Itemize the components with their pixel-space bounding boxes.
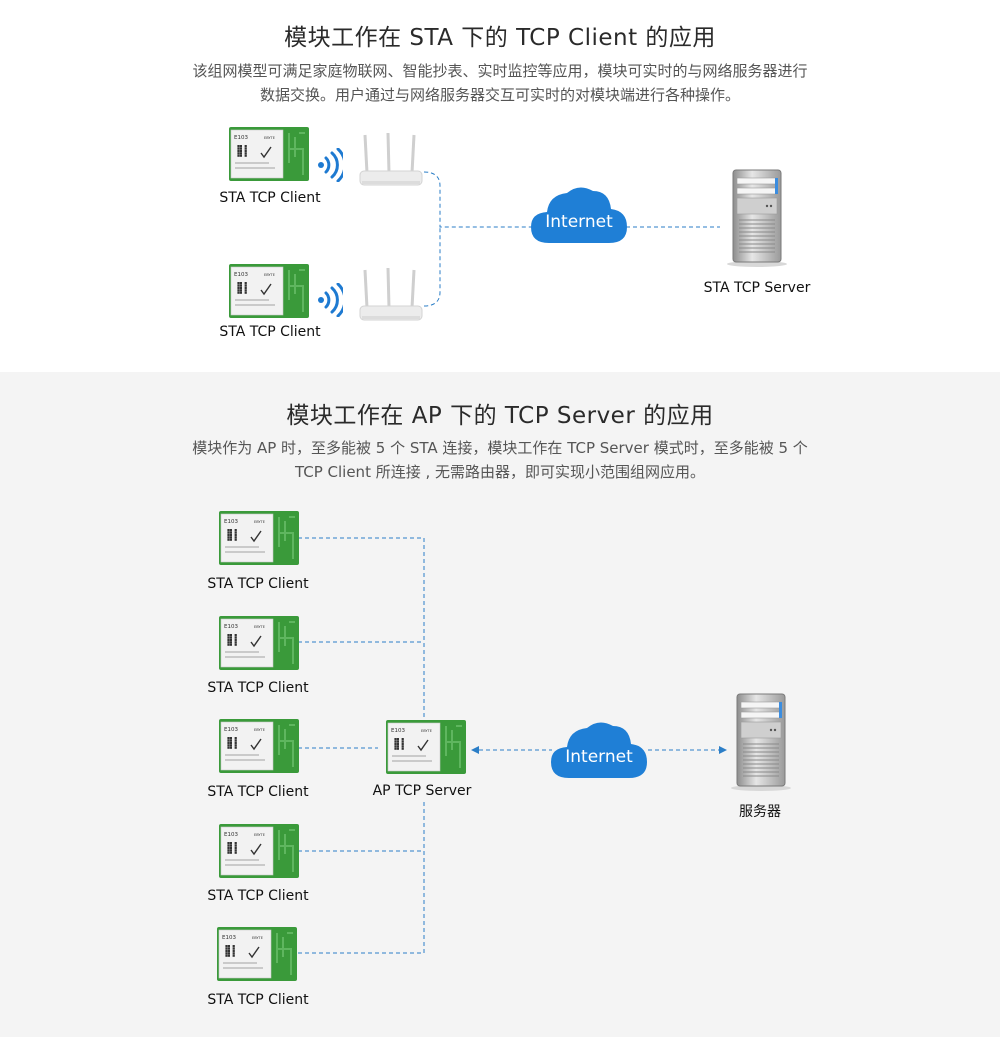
internet-cloud-icon: Internet <box>529 183 629 249</box>
section2-desc-line1: 模块作为 AP 时，至多能被 5 个 STA 连接，模块工作在 TCP Serv… <box>192 439 808 457</box>
client-label: STA TCP Client <box>219 324 321 340</box>
svg-text:EBYTE: EBYTE <box>264 136 275 140</box>
client5-link <box>298 802 425 954</box>
section2-title: 模块工作在 AP 下的 TCP Server 的应用 <box>286 403 714 429</box>
server-icon <box>727 168 787 272</box>
svg-text:E103: E103 <box>234 272 248 278</box>
server-label: STA TCP Server <box>703 280 811 296</box>
section2-links <box>298 537 727 954</box>
internet-label: Internet <box>565 747 633 767</box>
svg-text:EBYTE: EBYTE <box>252 936 263 940</box>
section1-links <box>423 171 720 307</box>
client-label: STA TCP Client <box>219 190 321 206</box>
router2-link <box>423 227 441 307</box>
section2-description: 模块作为 AP 时，至多能被 5 个 STA 连接，模块工作在 TCP Serv… <box>150 436 850 484</box>
ap-module-icon: E103 EBYTE <box>386 720 466 778</box>
wifi-signal-icon <box>317 282 347 321</box>
router-icon <box>358 132 424 193</box>
wifi-module-icon: E103 EBYTE <box>219 824 299 882</box>
client1-link <box>298 537 425 717</box>
wifi-signal-icon <box>317 147 347 186</box>
svg-text:EBYTE: EBYTE <box>264 273 275 277</box>
client-label: STA TCP Client <box>207 680 309 696</box>
svg-text:E103: E103 <box>224 727 238 733</box>
section2-desc-line2: TCP Client 所连接 , 无需路由器，即可实现小范围组网应用。 <box>294 463 706 481</box>
server-icon <box>731 692 791 796</box>
svg-text:E103: E103 <box>234 135 248 141</box>
router-icon <box>358 267 424 328</box>
svg-text:EBYTE: EBYTE <box>421 729 432 733</box>
wifi-module-icon: E103 EBYTE <box>219 719 299 777</box>
ap-label: AP TCP Server <box>372 783 472 799</box>
section1-desc-line2: 数据交换。用户通过与网络服务器交互可实时的对模块端进行各种操作。 <box>259 86 740 104</box>
section1-description: 该组网模型可满足家庭物联网、智能抄表、实时监控等应用，模块可实时的与网络服务器进… <box>150 59 850 107</box>
router1-link <box>423 171 532 228</box>
wifi-module-icon: E103 EBYTE <box>219 511 299 569</box>
svg-text:EBYTE: EBYTE <box>254 728 265 732</box>
wifi-module-icon: E103 EBYTE <box>217 927 297 985</box>
internet-cloud-icon: Internet <box>549 718 649 784</box>
section1-title: 模块工作在 STA 下的 TCP Client 的应用 <box>284 25 716 51</box>
svg-text:E103: E103 <box>224 519 238 525</box>
svg-text:E103: E103 <box>391 728 405 734</box>
wifi-module-icon: E103 EBYTE <box>229 264 309 322</box>
svg-text:EBYTE: EBYTE <box>254 520 265 524</box>
section1-desc-line1: 该组网模型可满足家庭物联网、智能抄表、实时监控等应用，模块可实时的与网络服务器进… <box>192 62 808 80</box>
ap-server-section: 模块工作在 AP 下的 TCP Server 的应用 模块作为 AP 时，至多能… <box>0 372 1000 1037</box>
svg-text:E103: E103 <box>224 832 238 838</box>
wifi-module-icon: E103 EBYTE <box>229 127 309 185</box>
svg-text:E103: E103 <box>222 935 236 941</box>
sta-client-section: 模块工作在 STA 下的 TCP Client 的应用 该组网模型可满足家庭物联… <box>0 0 1000 372</box>
svg-text:E103: E103 <box>224 624 238 630</box>
wifi-module-icon: E103 EBYTE <box>219 616 299 674</box>
svg-text:EBYTE: EBYTE <box>254 625 265 629</box>
client-label: STA TCP Client <box>207 784 309 800</box>
client-label: STA TCP Client <box>207 576 309 592</box>
internet-label: Internet <box>545 212 613 232</box>
svg-text:EBYTE: EBYTE <box>254 833 265 837</box>
server-label: 服务器 <box>739 804 781 820</box>
client-label: STA TCP Client <box>207 888 309 904</box>
client-label: STA TCP Client <box>207 992 309 1008</box>
